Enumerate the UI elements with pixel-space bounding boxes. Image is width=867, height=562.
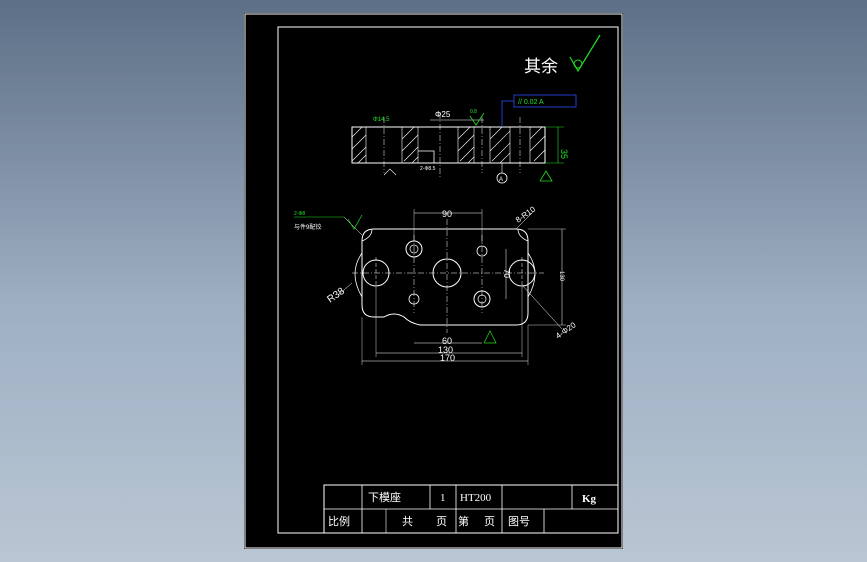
drawing-sheet: 其余 [244, 13, 623, 549]
datum-label: A [499, 177, 503, 183]
roughness-value-top: 0.8 [470, 109, 477, 115]
dim-170: 170 [440, 353, 455, 363]
title-block [323, 484, 619, 534]
section-view: A [351, 113, 564, 184]
roughness-mark-side [539, 170, 553, 182]
thickness-dim: 35 [559, 149, 569, 159]
dim-60: 60 [442, 336, 452, 346]
total-label: 共 [402, 515, 413, 528]
inner-frame [277, 26, 619, 534]
bore-dim: Φ25 [435, 110, 451, 119]
dim-90: 90 [442, 209, 452, 219]
quantity: 1 [440, 492, 446, 504]
page-label-1: 页 [436, 516, 447, 528]
dim-4-holes: 4-Φ20 [554, 320, 578, 341]
material: HT200 [460, 492, 492, 504]
tolerance-text: // 0.02 A [518, 99, 544, 106]
page-label-2: 页 [484, 516, 495, 528]
roughness-mark-top [469, 112, 485, 126]
dim-8r10: 8-R10 [514, 204, 537, 224]
sheet-label: 第 [458, 514, 469, 528]
dim-r38: R38 [325, 286, 347, 306]
roughness-symbol [569, 34, 601, 73]
plan-view [294, 209, 566, 365]
cad-drawing: 其余 [244, 13, 623, 549]
pin-note: 与件9配铰 [294, 223, 321, 231]
drawing-no-label: 图号 [508, 515, 530, 528]
dim-130: 130 [438, 345, 453, 355]
pin-callout: 2-Φ8 [294, 211, 305, 217]
weight-unit: Kg [582, 493, 597, 505]
tolerance-frame [513, 94, 577, 108]
dim-height-total: 130 [558, 271, 564, 282]
part-name: 下模座 [368, 490, 401, 504]
tolerance-leader [501, 100, 514, 127]
outer-border [244, 13, 623, 549]
surface-note: 其余 [524, 57, 558, 76]
dim-70: 70 [502, 269, 511, 278]
counterbore-dim: Φ14.5 [373, 117, 390, 123]
small-hole-callout: 2-Φ8.5 [420, 166, 436, 172]
scale-label: 比例 [328, 514, 350, 528]
